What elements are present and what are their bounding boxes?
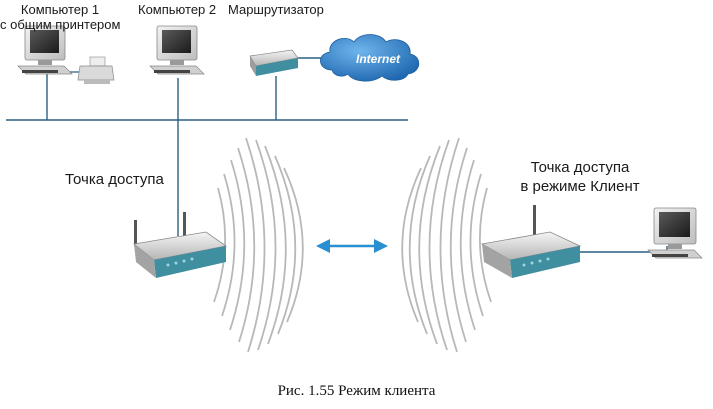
left-signal-waves [213, 137, 304, 353]
right-signal-waves [401, 137, 492, 353]
router-label: Маршрутизатор [228, 2, 324, 17]
computer2-icon [149, 25, 205, 75]
bidirectional-arrow-icon [316, 239, 388, 253]
computer2-label: Компьютер 2 [138, 2, 217, 17]
client-ap-label-line1: Точка доступа [530, 159, 630, 176]
client-computer-icon [647, 207, 703, 259]
computer1-label: Компьютер 1 с общим принтером [0, 2, 120, 32]
router-icon [249, 49, 299, 76]
computer1-label-line1: Компьютер 1 [20, 2, 100, 17]
figure-caption: Рис. 1.55 Режим клиента [277, 383, 436, 399]
client-access-point-icon [480, 205, 582, 278]
internet-label: Internet [356, 52, 401, 66]
internet-cloud-icon: Internet [320, 34, 420, 82]
computer1-label-line2: с общим принтером [0, 17, 121, 32]
access-point-icon [133, 212, 228, 278]
printer-icon [77, 56, 115, 84]
access-point-label: Точка доступа [65, 171, 164, 188]
client-ap-label-line2: в режиме Клиент [520, 178, 640, 195]
computer1-icon [17, 25, 73, 75]
client-access-point-label: Точка доступа в режиме Клиент [510, 158, 650, 196]
